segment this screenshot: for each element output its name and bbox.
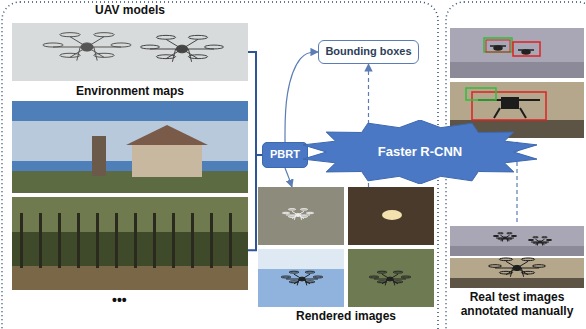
bracket-connector <box>248 52 262 155</box>
box-label: Faster R-CNN <box>378 144 463 160</box>
image-panel: Real test images annotated manually <box>450 226 584 326</box>
flow-arrow <box>285 52 318 142</box>
output-box: Bounding boxes <box>318 40 419 64</box>
network-star: Faster R-CNN <box>300 120 540 184</box>
box-label: PBRT <box>270 148 300 161</box>
box-label: Bounding boxes <box>325 45 411 58</box>
process-box: PBRT <box>262 142 308 168</box>
panel-heading: Environment maps <box>12 84 248 98</box>
image-panel: UAV models <box>12 3 248 81</box>
panel-heading: Rendered images <box>258 309 434 323</box>
illustration <box>12 101 248 290</box>
panel-heading: UAV models <box>12 3 248 17</box>
flow-arrow <box>285 168 292 187</box>
ellipsis-label: ••• <box>112 292 127 308</box>
illustration <box>258 187 434 307</box>
illustration <box>450 226 584 288</box>
image-panel: Rendered images <box>258 187 434 325</box>
illustration <box>12 23 248 81</box>
image-panel: Environment maps <box>12 84 248 290</box>
panel-heading: Real test images annotated manually <box>450 290 584 319</box>
